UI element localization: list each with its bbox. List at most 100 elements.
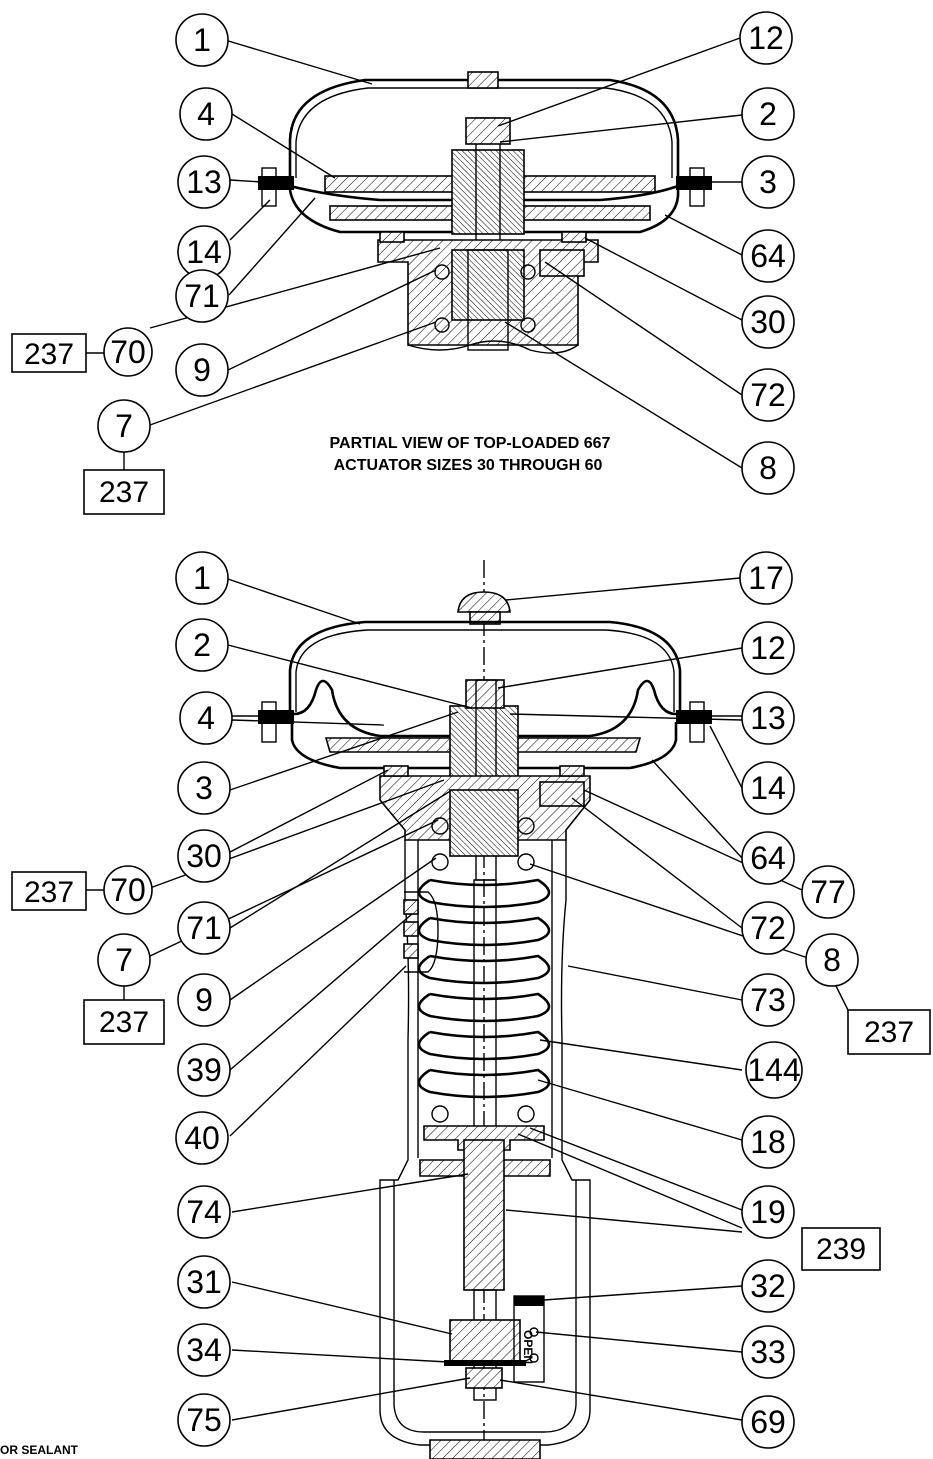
top-balloon-2 bbox=[741, 87, 795, 141]
main-balloon-19 bbox=[741, 1185, 795, 1239]
top-balloon-30 bbox=[741, 295, 795, 349]
svg-text:72: 72 bbox=[750, 910, 786, 946]
top-flange-right bbox=[676, 176, 712, 190]
svg-text:3: 3 bbox=[759, 164, 777, 200]
top-cap-screw-right bbox=[561, 231, 587, 243]
svg-text:9: 9 bbox=[193, 352, 211, 388]
svg-text:74: 74 bbox=[186, 1194, 222, 1230]
main-box-239 bbox=[801, 1227, 881, 1271]
main-flange-right bbox=[676, 710, 712, 724]
main-balloons-left: 1 2 4 3 30 70 71 7 9 39 40 74 31 bbox=[97, 551, 233, 1447]
top-balloon-8 bbox=[741, 441, 795, 495]
svg-text:3: 3 bbox=[195, 770, 213, 806]
main-balloon-74 bbox=[177, 1185, 231, 1239]
main-cap-screw-right bbox=[559, 765, 585, 777]
top-balloon-3 bbox=[741, 155, 795, 209]
main-spring-adjustor bbox=[463, 1139, 505, 1291]
svg-text:14: 14 bbox=[186, 234, 222, 270]
main-balloon-8 bbox=[805, 933, 859, 987]
top-cap-screw-left bbox=[379, 231, 405, 243]
svg-text:77: 77 bbox=[810, 874, 846, 910]
svg-text:34: 34 bbox=[186, 1332, 222, 1368]
main-bushing bbox=[449, 789, 519, 857]
svg-text:2: 2 bbox=[759, 96, 777, 132]
svg-text:13: 13 bbox=[186, 164, 222, 200]
main-balloon-64 bbox=[741, 831, 795, 885]
svg-text:237: 237 bbox=[99, 1006, 149, 1039]
main-balloon-75 bbox=[177, 1393, 231, 1447]
svg-text:OPEN: OPEN bbox=[521, 1330, 535, 1364]
main-o-ring-lower-left bbox=[431, 853, 449, 871]
top-caption-line1: PARTIAL VIEW OF TOP-LOADED 667 bbox=[330, 435, 611, 452]
main-balloon-144 bbox=[745, 1041, 803, 1099]
main-balloon-32 bbox=[741, 1259, 795, 1313]
main-balloons-right: 17 12 13 14 64 77 72 8 73 144 18 19 32 bbox=[739, 551, 859, 1449]
svg-text:4: 4 bbox=[197, 96, 215, 132]
svg-text:73: 73 bbox=[750, 982, 786, 1018]
svg-text:30: 30 bbox=[750, 304, 786, 340]
svg-text:72: 72 bbox=[750, 377, 786, 413]
top-bushing bbox=[451, 249, 525, 321]
main-balloon-34 bbox=[177, 1323, 231, 1377]
main-balloon-69 bbox=[741, 1395, 795, 1449]
svg-text:70: 70 bbox=[110, 872, 146, 908]
svg-text:17: 17 bbox=[748, 560, 784, 596]
top-balloon-71 bbox=[175, 269, 229, 323]
svg-text:1: 1 bbox=[193, 22, 211, 58]
main-locknut bbox=[465, 1367, 503, 1389]
svg-text:69: 69 bbox=[750, 1404, 786, 1440]
svg-text:40: 40 bbox=[184, 1120, 220, 1156]
top-o-ring-9 bbox=[434, 264, 450, 280]
top-balloon-13 bbox=[177, 155, 231, 209]
svg-text:237: 237 bbox=[24, 876, 74, 909]
svg-text:8: 8 bbox=[823, 942, 841, 978]
svg-text:237: 237 bbox=[99, 476, 149, 509]
main-spring-seat bbox=[423, 1125, 545, 1151]
svg-text:30: 30 bbox=[186, 838, 222, 874]
main-balloon-40 bbox=[175, 1111, 229, 1165]
top-balloon-12 bbox=[739, 11, 793, 65]
svg-text:13: 13 bbox=[750, 700, 786, 736]
svg-text:144: 144 bbox=[747, 1052, 800, 1088]
svg-text:4: 4 bbox=[197, 700, 215, 736]
top-diaphragm bbox=[289, 184, 679, 202]
top-box-237-bottom bbox=[83, 469, 165, 515]
main-balloon-18 bbox=[741, 1115, 795, 1169]
svg-text:64: 64 bbox=[750, 840, 786, 876]
top-balloon-72 bbox=[741, 368, 795, 422]
svg-text:7: 7 bbox=[115, 408, 133, 444]
top-bolt-left bbox=[261, 167, 277, 207]
top-bolt-right bbox=[689, 167, 705, 207]
main-o-ring-upper-left bbox=[431, 817, 449, 835]
main-balloon-4 bbox=[179, 691, 233, 745]
main-boxes: 237 237 237 239 bbox=[11, 871, 931, 1271]
main-cap-screw-left bbox=[383, 765, 409, 777]
svg-text:12: 12 bbox=[748, 20, 784, 56]
svg-text:18: 18 bbox=[750, 1124, 786, 1160]
top-hub bbox=[451, 149, 525, 235]
main-balloon-3 bbox=[177, 761, 231, 815]
top-balloons: 1 4 13 14 71 70 9 7 12 2 3 64 30 bbox=[97, 11, 795, 495]
svg-text:9: 9 bbox=[195, 982, 213, 1018]
main-balloon-12 bbox=[741, 621, 795, 675]
svg-text:70: 70 bbox=[110, 334, 146, 370]
main-balloon-13 bbox=[741, 691, 795, 745]
main-bolt-right bbox=[689, 701, 705, 743]
svg-text:71: 71 bbox=[186, 910, 222, 946]
main-assembly-view: OPEN bbox=[0, 551, 931, 1459]
main-balloon-14 bbox=[741, 761, 795, 815]
svg-text:2: 2 bbox=[193, 627, 211, 663]
top-balloon-1 bbox=[175, 13, 229, 67]
top-vent-fitting bbox=[467, 71, 499, 89]
main-balloon-72 bbox=[741, 901, 795, 955]
main-travel-indicator: OPEN bbox=[513, 1295, 545, 1383]
main-balloon-17 bbox=[739, 551, 793, 605]
svg-text:12: 12 bbox=[750, 630, 786, 666]
svg-text:7: 7 bbox=[115, 942, 133, 978]
svg-text:71: 71 bbox=[184, 278, 220, 314]
main-stem-nut bbox=[465, 679, 505, 709]
svg-text:14: 14 bbox=[750, 770, 786, 806]
main-balloon-31 bbox=[177, 1255, 231, 1309]
svg-text:8: 8 bbox=[759, 450, 777, 486]
main-box-237-bottom bbox=[83, 999, 165, 1045]
